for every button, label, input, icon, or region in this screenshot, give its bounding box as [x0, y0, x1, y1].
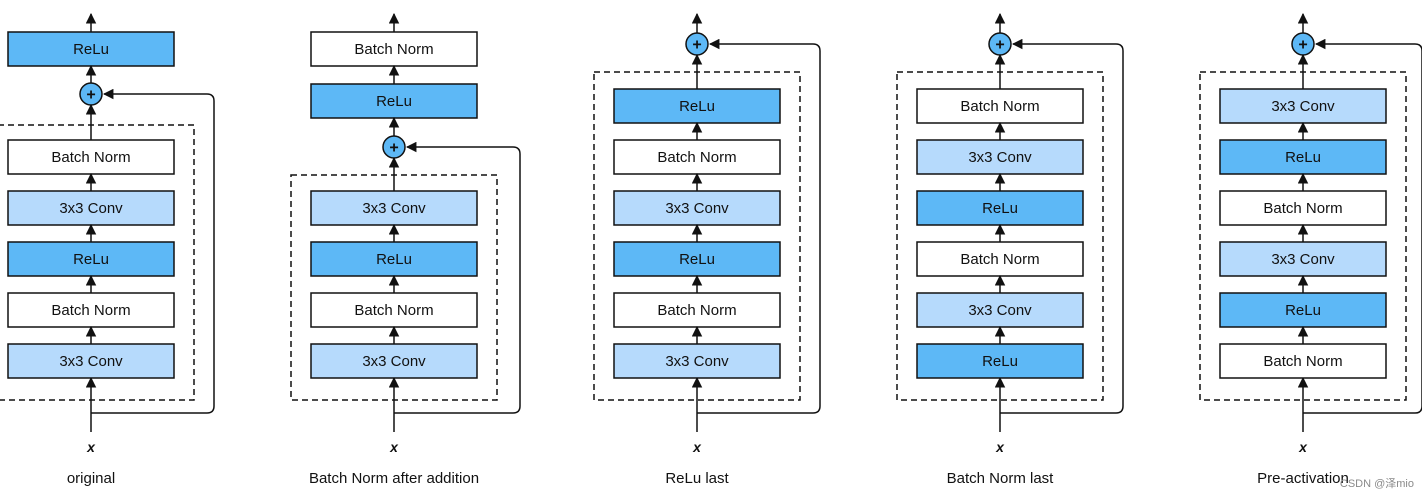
- conv-block-label: 3x3 Conv: [362, 200, 426, 217]
- variant-caption: Batch Norm last: [947, 470, 1055, 487]
- norm-block-label: Batch Norm: [657, 302, 736, 319]
- norm-block: [1219, 190, 1387, 226]
- relu-block-label: ReLu: [982, 353, 1018, 370]
- relu-block-label: ReLu: [1285, 302, 1321, 319]
- norm-block-label: Batch Norm: [960, 251, 1039, 268]
- input-x-label: x: [86, 439, 96, 455]
- conv-block-label: 3x3 Conv: [1271, 98, 1335, 115]
- add-icon: +: [995, 37, 1004, 54]
- norm-block: [1219, 343, 1387, 379]
- watermark: CSDN @泽mio: [1339, 478, 1414, 490]
- norm-block-label: Batch Norm: [354, 41, 433, 58]
- relu-block-label: ReLu: [376, 93, 412, 110]
- relu-block: [916, 343, 1084, 379]
- conv-block-label: 3x3 Conv: [59, 353, 123, 370]
- norm-block-label: Batch Norm: [960, 98, 1039, 115]
- relu-block-label: ReLu: [1285, 149, 1321, 166]
- norm-block-label: Batch Norm: [657, 149, 736, 166]
- conv-block: [916, 292, 1084, 328]
- skip-connection: [1303, 38, 1422, 414]
- relu-block: [7, 241, 175, 277]
- skip-connection: [697, 38, 821, 414]
- norm-block: [310, 31, 478, 67]
- conv-block-label: 3x3 Conv: [665, 200, 729, 217]
- norm-block-label: Batch Norm: [51, 149, 130, 166]
- relu-block-label: ReLu: [376, 251, 412, 268]
- input-x-label: x: [995, 439, 1005, 455]
- variant-caption: original: [67, 470, 115, 487]
- norm-block: [7, 292, 175, 328]
- conv-block-label: 3x3 Conv: [362, 353, 426, 370]
- norm-block: [310, 292, 478, 328]
- skip-connection: [91, 88, 215, 414]
- variant-caption: Pre-activation: [1257, 470, 1349, 487]
- conv-block-label: 3x3 Conv: [968, 302, 1032, 319]
- norm-block: [613, 139, 781, 175]
- add-icon: +: [692, 37, 701, 54]
- norm-block-label: Batch Norm: [51, 302, 130, 319]
- conv-block: [613, 343, 781, 379]
- conv-block: [310, 343, 478, 379]
- norm-block-label: Batch Norm: [1263, 200, 1342, 217]
- conv-block-label: 3x3 Conv: [968, 149, 1032, 166]
- relu-block-label: ReLu: [982, 200, 1018, 217]
- relu-block-label: ReLu: [73, 251, 109, 268]
- norm-block-label: Batch Norm: [1263, 353, 1342, 370]
- add-icon: +: [86, 87, 95, 104]
- norm-block-label: Batch Norm: [354, 302, 433, 319]
- norm-block: [613, 292, 781, 328]
- conv-block-label: 3x3 Conv: [59, 200, 123, 217]
- conv-block-label: 3x3 Conv: [1271, 251, 1335, 268]
- conv-block-label: 3x3 Conv: [665, 353, 729, 370]
- relu-block: [1219, 139, 1387, 175]
- add-icon: +: [1298, 37, 1307, 54]
- relu-block: [613, 241, 781, 277]
- input-x-label: x: [389, 439, 399, 455]
- variant-caption: Batch Norm after addition: [309, 470, 479, 487]
- relu-block-label: ReLu: [73, 41, 109, 58]
- input-x-label: x: [1298, 439, 1308, 455]
- add-icon: +: [389, 140, 398, 157]
- relu-block: [310, 241, 478, 277]
- input-x-label: x: [692, 439, 702, 455]
- skip-connection: [394, 141, 521, 414]
- norm-block: [7, 139, 175, 175]
- relu-block-label: ReLu: [679, 251, 715, 268]
- variant-caption: ReLu last: [665, 470, 729, 487]
- relu-block-label: ReLu: [679, 98, 715, 115]
- skip-connection: [1000, 38, 1124, 414]
